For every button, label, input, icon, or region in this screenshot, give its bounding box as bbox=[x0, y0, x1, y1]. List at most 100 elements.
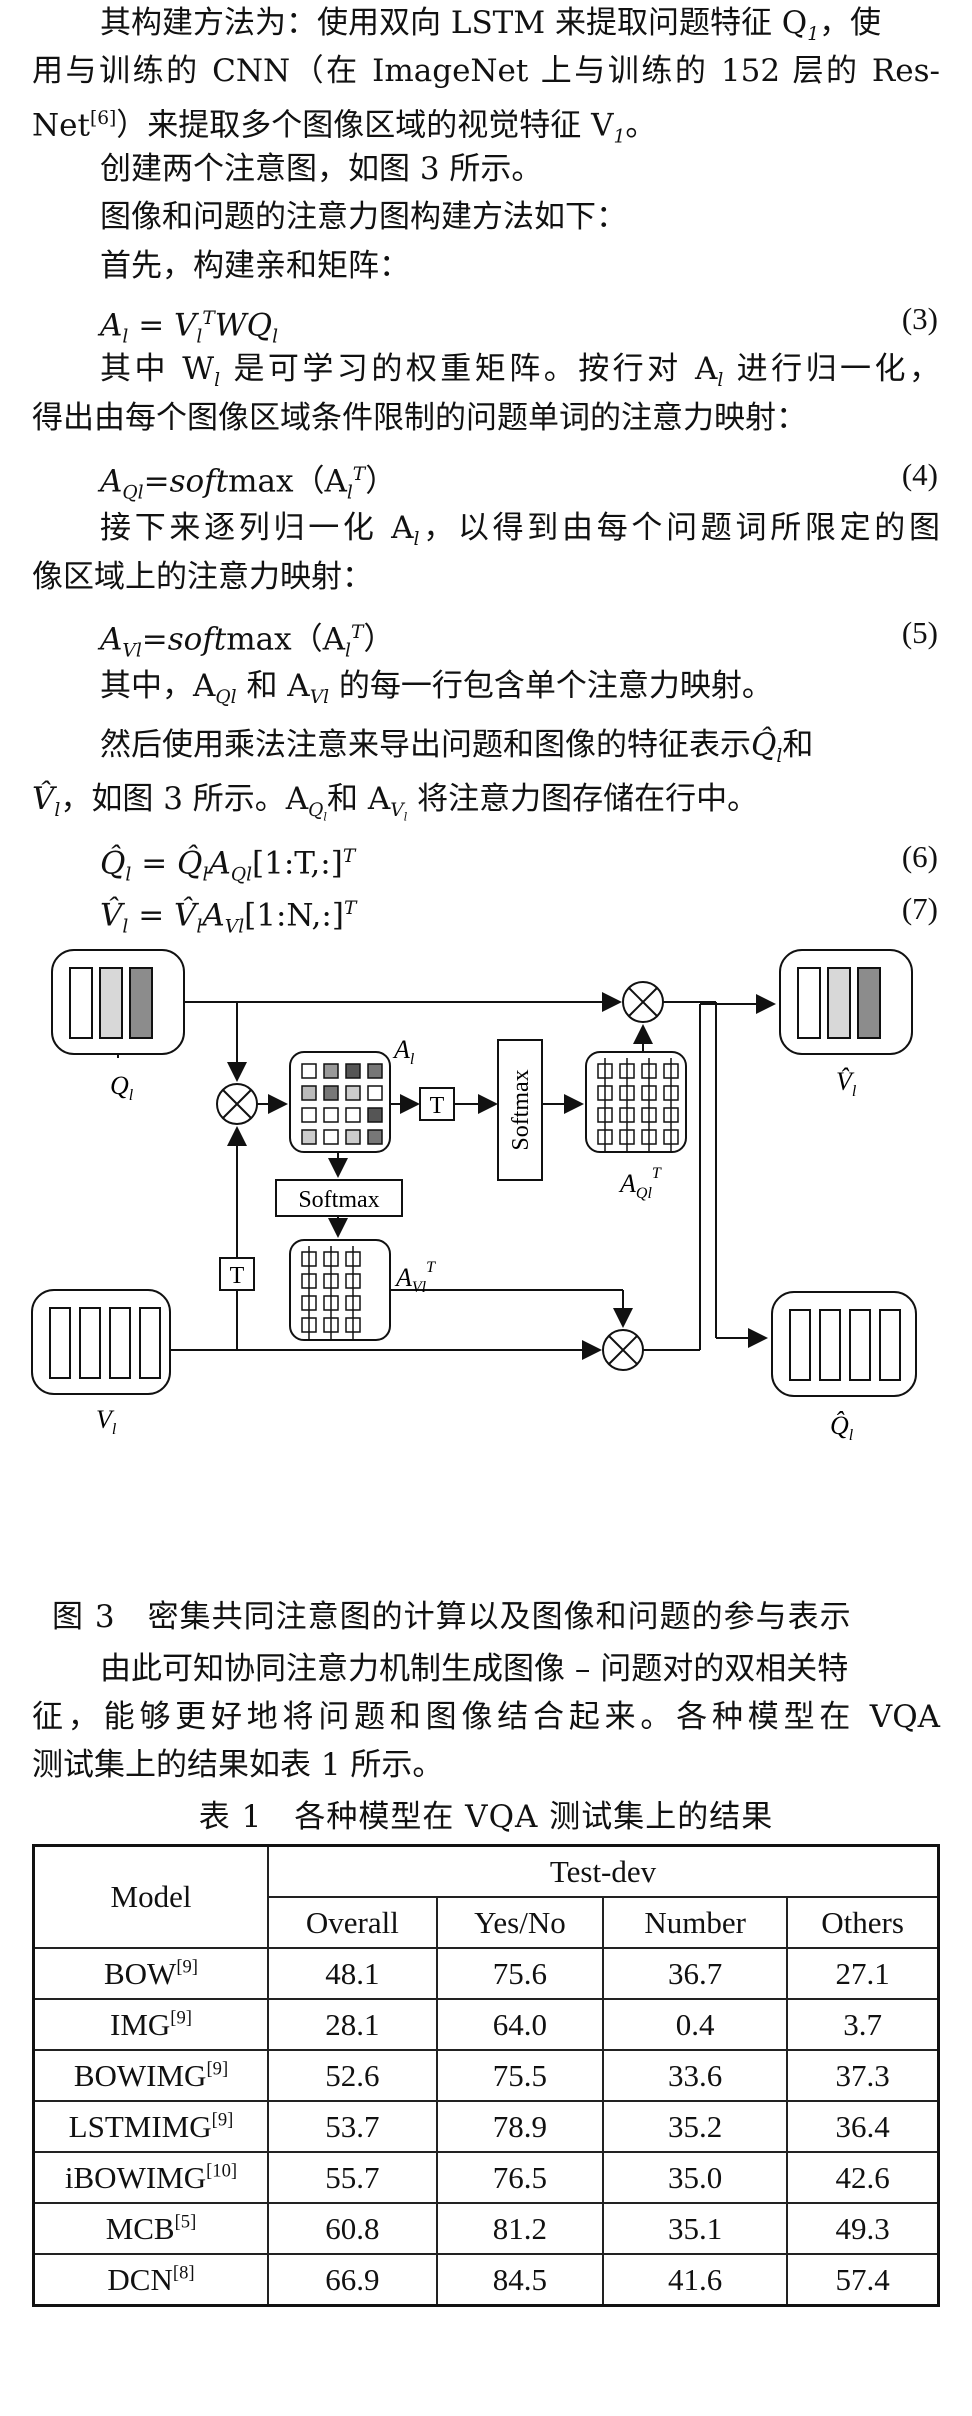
eq3-lhs-sub: l bbox=[122, 326, 129, 348]
eq5-lhs: A bbox=[100, 621, 123, 658]
eq5-arg-sup: T bbox=[350, 622, 364, 643]
eq7-lhs-sub: l bbox=[122, 916, 129, 938]
eq3-rhs-sub: l bbox=[196, 326, 203, 348]
equation-4: AQl=softmax（AlT） bbox=[100, 452, 396, 517]
model-name: BOWIMG bbox=[73, 2057, 207, 2093]
test-dev-header: Test-dev bbox=[267, 1844, 940, 1898]
image-attention-cells bbox=[301, 1246, 361, 1340]
eq6-lhs-sub: l bbox=[125, 864, 132, 886]
eq7-rest-b: A bbox=[202, 897, 225, 934]
label-softmax-vertical: Softmax bbox=[508, 1069, 534, 1150]
v1-subscript: 1 bbox=[613, 126, 626, 148]
w-subscript: l bbox=[214, 370, 221, 392]
equation-5-number: (5) bbox=[901, 615, 938, 650]
para8-sub-q-sub: l bbox=[323, 810, 327, 824]
attended-question-block bbox=[771, 1291, 917, 1397]
value-cell: 66.9 bbox=[267, 2253, 438, 2307]
para5-line2: 得出由每个图像区域条件限制的问题单词的注意力映射： bbox=[32, 400, 807, 436]
model-name: MCB bbox=[105, 2210, 175, 2246]
para8-sub-v-sub: l bbox=[403, 810, 408, 824]
para8-line2: V̂l，如图 3 所示。AQl和 AVl 将注意力图存储在行中。 bbox=[32, 776, 758, 841]
model-ref: [9] bbox=[211, 2109, 234, 2131]
value-cell: 35.2 bbox=[602, 2100, 789, 2153]
para1-line3-end: 。 bbox=[625, 107, 657, 144]
value-cell: 37.3 bbox=[786, 2049, 940, 2102]
value-cell: 64.0 bbox=[435, 1998, 605, 2051]
value-cell: 0.4 bbox=[602, 1998, 789, 2051]
eq6-rest-sub2: Ql bbox=[230, 864, 253, 886]
figure-caption: 图 3 密集共同注意图的计算以及图像和问题的参与表示 bbox=[52, 1599, 852, 1635]
value-cell: 27.1 bbox=[786, 1947, 940, 2000]
model-ref: [8] bbox=[172, 2262, 195, 2284]
eq5-arg-sub: l bbox=[345, 640, 351, 662]
eq6-rest-c: [1:T,:] bbox=[252, 845, 343, 882]
model-name: DCN bbox=[107, 2261, 173, 2297]
model-ref: [5] bbox=[174, 2211, 197, 2233]
para4: 首先，构建亲和矩阵： bbox=[100, 248, 410, 284]
value-cell: 48.1 bbox=[267, 1947, 438, 2000]
equation-3-number: (3) bbox=[901, 301, 938, 336]
table-caption: 表 1 各种模型在 VQA 测试集上的结果 bbox=[198, 1799, 774, 1835]
eq4-arg-sup: T bbox=[352, 464, 366, 485]
eq5-fn: max（A bbox=[226, 621, 346, 658]
transpose-box-2 bbox=[219, 1257, 255, 1291]
question-feature-block bbox=[51, 949, 185, 1055]
para1-line3-a: Net bbox=[32, 107, 90, 144]
para7-c: 的每一行包含单个注意力映射。 bbox=[329, 668, 773, 704]
table-row: IMG[9] 28.1 64.0 0.4 3.7 bbox=[32, 1998, 940, 2051]
para8-line1-end: 和 bbox=[782, 727, 814, 763]
equation-7-number: (7) bbox=[901, 891, 938, 926]
para8-line2-c: 将注意力图存储在行中。 bbox=[407, 781, 759, 817]
attended-image-block bbox=[779, 949, 913, 1055]
model-cell: BOWIMG[9] bbox=[32, 2049, 269, 2102]
value-cell: 60.8 bbox=[267, 2202, 438, 2255]
eq4-close: ） bbox=[365, 463, 397, 500]
model-name: iBOWIMG bbox=[64, 2159, 207, 2195]
model-cell: DCN[8] bbox=[32, 2253, 269, 2307]
para8-qhat-sub: l bbox=[776, 746, 783, 768]
model-header: Model bbox=[32, 1844, 269, 1949]
eq3-rhs-b: WQ bbox=[214, 307, 273, 344]
label-transpose-2: T bbox=[230, 1263, 245, 1289]
para1-line1-text: 其构建方法为：使用双向 LSTM 来提取问题特征 Q bbox=[100, 5, 808, 41]
value-cell: 52.6 bbox=[267, 2049, 438, 2102]
table-row: MCB[5] 60.8 81.2 35.1 49.3 bbox=[32, 2202, 940, 2255]
para7-a: 其中，A bbox=[100, 668, 216, 704]
eq5-lhs-sub: Vl bbox=[122, 640, 142, 662]
para8-vhat: V̂ bbox=[32, 781, 55, 817]
model-ref: [9] bbox=[176, 1956, 198, 1978]
eq7-lhs: V̂ bbox=[100, 897, 123, 934]
para6-b: ，以得到由每个问题词所限定的图 bbox=[419, 510, 941, 546]
value-cell: 76.5 bbox=[435, 2151, 605, 2204]
eq4-fn: max（A bbox=[228, 463, 347, 500]
value-cell: 35.0 bbox=[602, 2151, 789, 2204]
figure-3-diagram: Al T Softmax Softmax T AQlT AVlT Ql Vl V… bbox=[31, 949, 917, 1444]
eq7-sup: T bbox=[343, 898, 357, 919]
equation-4-number: (4) bbox=[901, 457, 938, 492]
para5-b: 是可学习的权重矩阵。按行对 A bbox=[220, 351, 718, 387]
model-ref: [9] bbox=[206, 2058, 229, 2080]
value-cell: 53.7 bbox=[267, 2100, 438, 2153]
table-row: LSTMIMG[9] 53.7 78.9 35.2 36.4 bbox=[32, 2100, 940, 2153]
a-subscript: l bbox=[717, 370, 724, 392]
para7-b: 和 A bbox=[236, 668, 310, 704]
model-name: BOW bbox=[103, 1955, 177, 1991]
model-name: IMG bbox=[110, 2006, 171, 2042]
eq7-rest-a: = V̂ bbox=[128, 897, 197, 934]
multiply-node-2 bbox=[622, 981, 664, 1023]
equation-3: Al = VlTWQl bbox=[100, 296, 278, 361]
eq6-sup: T bbox=[342, 846, 356, 867]
eq3-rhs-a: = V bbox=[128, 307, 197, 344]
para5-line1: 其中 Wl 是可学习的权重矩阵。按行对 Al 进行归一化， bbox=[100, 346, 940, 404]
label-transpose-1: T bbox=[430, 1093, 445, 1119]
model-cell: iBOWIMG[10] bbox=[32, 2151, 269, 2204]
softmax-box-vertical bbox=[497, 1039, 543, 1181]
label-question-feature: Ql bbox=[110, 1071, 134, 1104]
affinity-matrix-cells bbox=[301, 1063, 383, 1145]
eq4-fn-it: soft bbox=[169, 463, 229, 500]
model-ref: [10] bbox=[206, 2160, 238, 2182]
equation-5: AVl=softmax（AlT） bbox=[100, 610, 394, 675]
para1-line2: 用与训练的 CNN（在 ImageNet 上与训练的 152 层的 Res- bbox=[32, 53, 940, 89]
eq3-lhs: A bbox=[100, 307, 123, 344]
